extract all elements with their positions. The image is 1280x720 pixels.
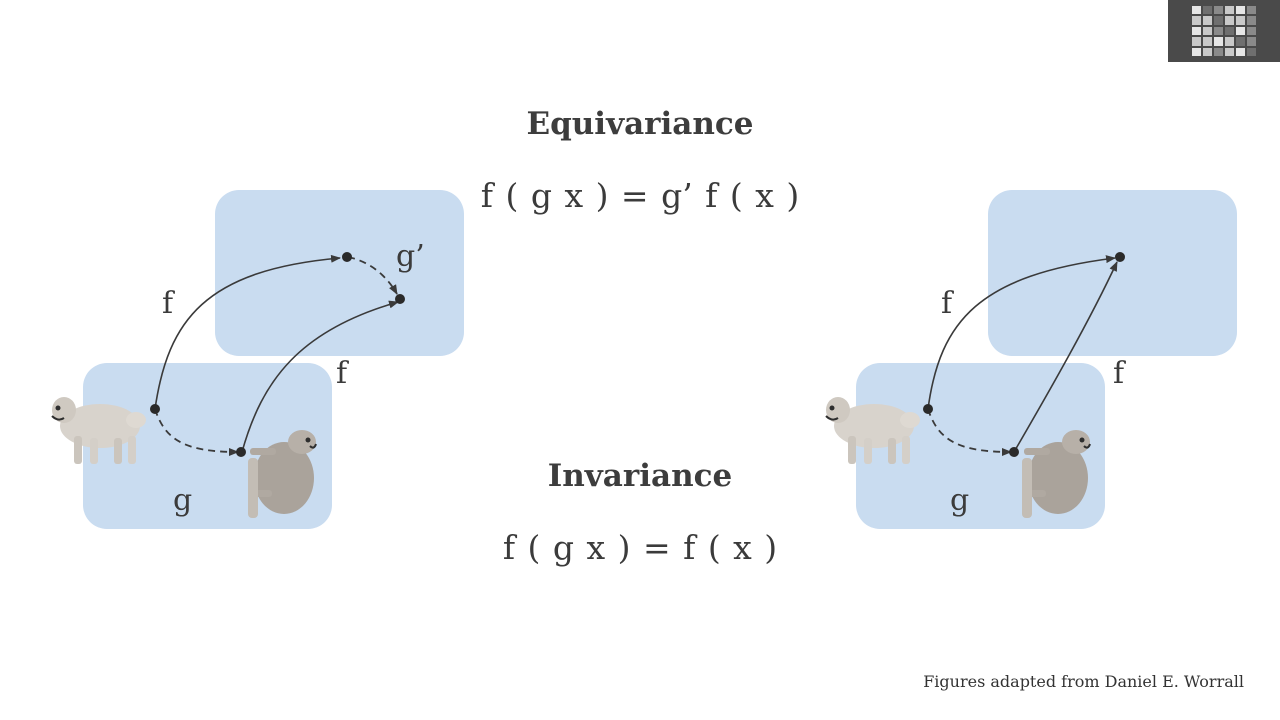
f-arrow-lower xyxy=(241,300,399,453)
label-f-upper: f xyxy=(162,286,175,321)
point-fx xyxy=(342,252,352,262)
point-fgx xyxy=(395,294,405,304)
point-x-right xyxy=(923,404,933,414)
equivariance-formula: f ( g x ) = g’ f ( x ) xyxy=(480,176,800,215)
invariance-diagram: f f g xyxy=(825,190,1237,529)
label-g-prime: g’ xyxy=(396,239,425,274)
g-prime-arrow-dashed xyxy=(347,256,398,295)
point-fx-right xyxy=(1115,252,1125,262)
point-gx xyxy=(236,447,246,457)
figure-credit: Figures adapted from Daniel E. Worrall xyxy=(923,672,1244,691)
label-f-upper-right: f xyxy=(941,286,954,321)
label-g: g xyxy=(173,483,192,518)
invariance-formula: f ( g x ) = f ( x ) xyxy=(502,528,778,567)
f-arrow-upper xyxy=(154,254,341,410)
invariance-title: Invariance xyxy=(547,458,733,494)
label-g-right: g xyxy=(950,483,969,518)
label-f-lower-right: f xyxy=(1113,356,1126,391)
output-space-box xyxy=(215,190,464,356)
participant-grid-icon xyxy=(1192,6,1256,56)
equivariance-title: Equivariance xyxy=(526,106,754,142)
point-x xyxy=(150,404,160,414)
f-arrow-upper-right xyxy=(927,255,1116,410)
point-gx-right xyxy=(1009,447,1019,457)
g-arrow-dashed-right xyxy=(927,408,1012,456)
equivariance-diagram: f f g g’ xyxy=(51,190,464,529)
f-arrow-lower-right xyxy=(1013,261,1118,453)
label-f-lower: f xyxy=(336,356,349,391)
video-thumbnail[interactable] xyxy=(1168,0,1280,62)
g-arrow-dashed xyxy=(154,408,239,456)
